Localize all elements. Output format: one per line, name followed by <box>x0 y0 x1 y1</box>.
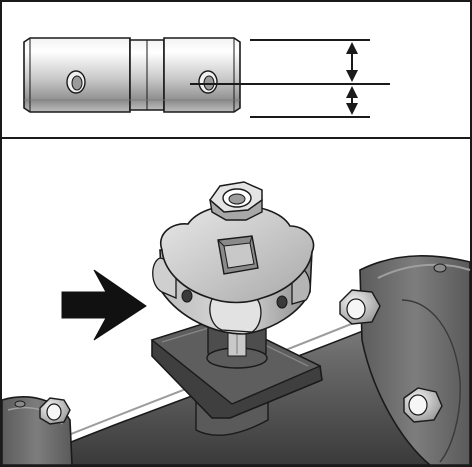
collar-hole-left <box>66 70 86 94</box>
flange-bolt-left <box>39 397 71 425</box>
split-collar <box>23 37 241 113</box>
flange-bolt-right-top <box>339 289 381 325</box>
right-arrow-icon <box>61 269 147 341</box>
flange-bolt-right-bottom <box>403 387 443 423</box>
collar-hole-right <box>198 70 218 94</box>
knob-adapter-icon <box>152 204 315 335</box>
right-flange <box>359 255 471 466</box>
double-arrow-dimension-icon <box>190 39 390 118</box>
hex-nut-icon <box>208 181 263 221</box>
panel-divider <box>0 137 472 139</box>
